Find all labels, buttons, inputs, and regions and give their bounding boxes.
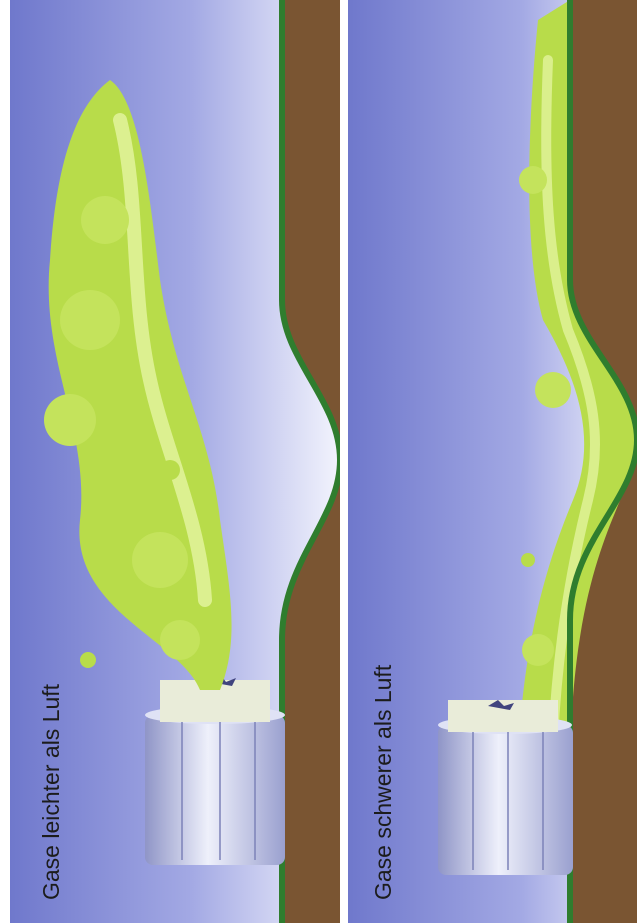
storage-tank bbox=[145, 674, 285, 865]
caption-light-gas: Gase leichter als Luft bbox=[38, 684, 65, 900]
panel-divider bbox=[340, 0, 348, 923]
storage-tank bbox=[438, 700, 573, 875]
panel-light-gas: Gase leichter als Luft bbox=[10, 0, 340, 923]
panel-heavy-gas: Gase schwerer als Luft bbox=[348, 0, 637, 923]
caption-heavy-gas: Gase schwerer als Luft bbox=[370, 665, 397, 900]
